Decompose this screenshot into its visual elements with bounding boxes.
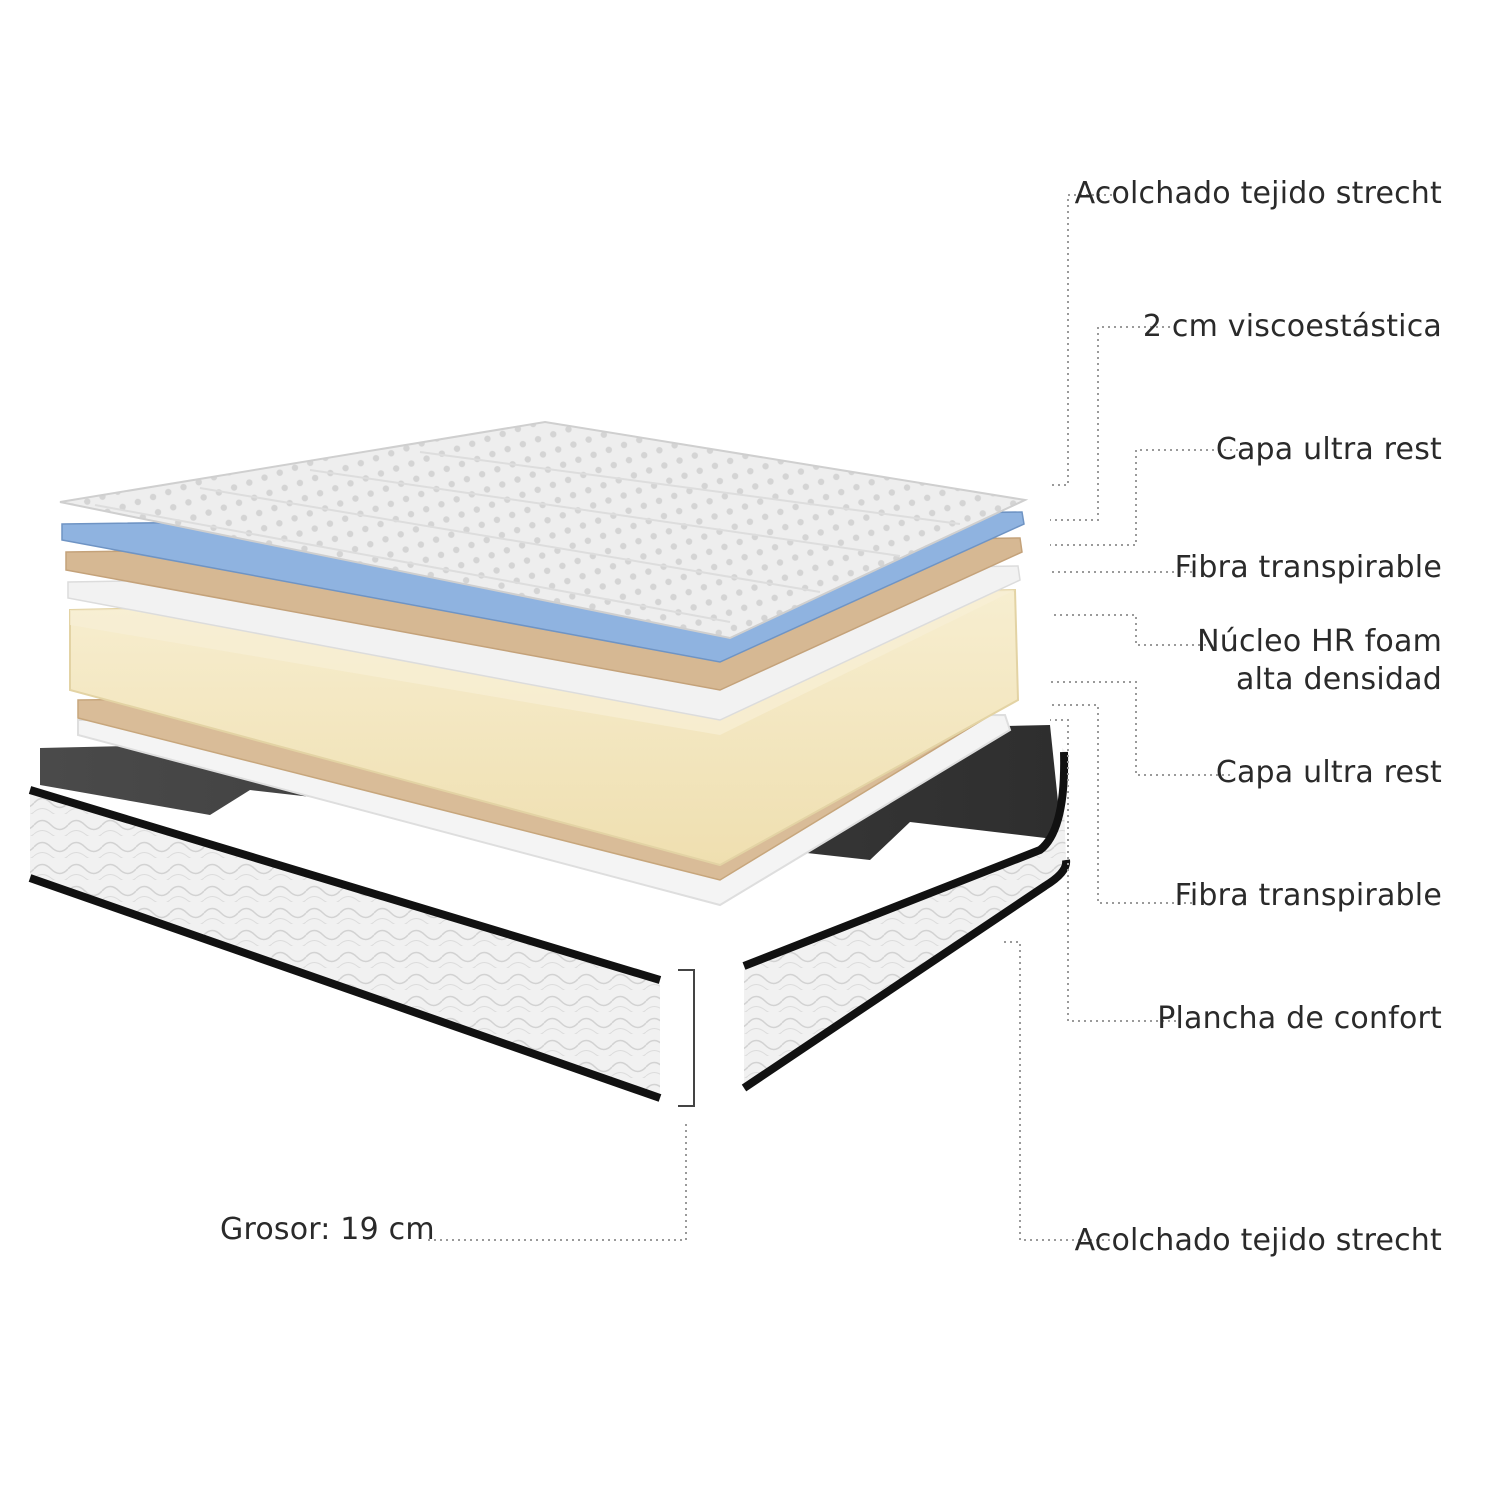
leader-bottom-cover — [1000, 941, 1110, 1241]
leader-thickness — [428, 1120, 687, 1241]
label-ultra-rest-top: Capa ultra rest — [1215, 432, 1442, 467]
leader-lines — [428, 194, 1238, 1241]
thickness-bracket — [678, 969, 695, 1107]
label-bottom-cover: Acolchado tejido strecht — [1074, 1223, 1442, 1258]
leader-top-cover — [1050, 194, 1112, 486]
leader-core — [1050, 614, 1212, 646]
label-visco: 2 cm viscoestástica — [1142, 309, 1442, 344]
label-top-cover: Acolchado tejido strecht — [1074, 176, 1442, 211]
leader-comfort — [1050, 719, 1176, 1022]
leader-fiber-bottom — [1050, 704, 1192, 904]
label-thickness: Grosor: 19 cm — [220, 1212, 435, 1247]
leader-ultra-rest-top — [1050, 449, 1238, 546]
label-core-line-2: alta densidad — [1236, 662, 1442, 697]
label-comfort-sheet: Plancha de confort — [1157, 1001, 1442, 1036]
leader-ultra-rest-bottom — [1050, 681, 1230, 776]
label-fiber-bottom: Fibra transpirable — [1174, 878, 1442, 913]
leader-visco — [1050, 326, 1170, 521]
border-panel-left — [28, 786, 662, 1102]
label-core-line-1: Núcleo HR foam — [1197, 624, 1442, 659]
label-fiber-top: Fibra transpirable — [1174, 550, 1442, 585]
label-ultra-rest-bottom: Capa ultra rest — [1215, 755, 1442, 790]
quilted-top-cover — [59, 420, 1029, 640]
label-core: Núcleo HR foam alta densidad — [1197, 623, 1442, 699]
border-panel-right — [741, 748, 1071, 1092]
